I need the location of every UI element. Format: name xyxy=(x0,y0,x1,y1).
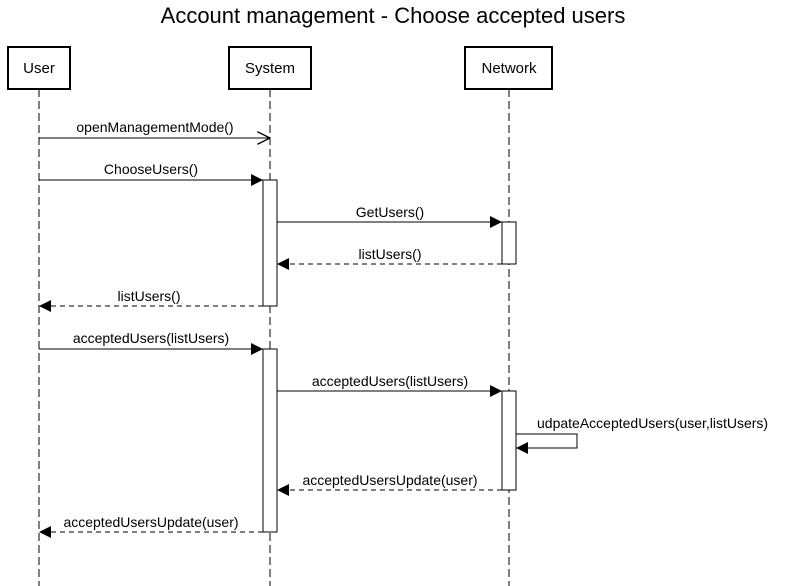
message-label-open-management: openManagementMode() xyxy=(76,119,233,135)
message-arrow-update-accepted-users-self xyxy=(516,433,578,454)
activation-system-2 xyxy=(262,348,278,533)
message-label-accepted-users-update-return-2: acceptedUsersUpdate(user) xyxy=(63,514,238,530)
message-label-update-accepted-users: udpateAcceptedUsers(user,listUsers) xyxy=(537,415,768,431)
participant-system[interactable]: System xyxy=(228,46,312,90)
participant-network[interactable]: Network xyxy=(464,46,553,90)
message-label-get-users: GetUsers() xyxy=(356,204,424,220)
message-label-accepted-users-1: acceptedUsers(listUsers) xyxy=(73,330,229,346)
diagram-title: Account management - Choose accepted use… xyxy=(161,3,626,28)
participant-system-label: System xyxy=(245,60,295,77)
participant-user[interactable]: User xyxy=(7,46,71,90)
message-label-choose-users: ChooseUsers() xyxy=(104,161,198,177)
activation-network-2 xyxy=(501,390,517,491)
message-label-accepted-users-update-return-1: acceptedUsersUpdate(user) xyxy=(302,472,477,488)
participant-network-label: Network xyxy=(481,60,537,77)
activation-system-1 xyxy=(262,179,278,307)
message-label-accepted-users-2: acceptedUsers(listUsers) xyxy=(312,373,468,389)
activation-network-1 xyxy=(501,221,517,265)
participant-user-label: User xyxy=(23,60,55,77)
message-label-list-users-return-1: listUsers() xyxy=(359,246,422,262)
message-label-list-users-return-2: listUsers() xyxy=(118,288,181,304)
